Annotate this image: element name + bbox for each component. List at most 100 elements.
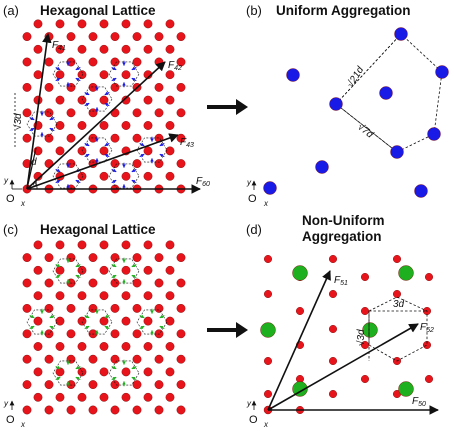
lattice-dot <box>143 392 153 402</box>
lattice-dot <box>154 108 164 118</box>
lattice-dot <box>22 405 32 415</box>
label-sqrt7d: √7d <box>355 121 376 141</box>
lattice-dot <box>361 273 370 282</box>
panel-a-title: Hexagonal Lattice <box>40 3 156 18</box>
dashed-hexagon <box>81 86 113 112</box>
lattice-dot <box>110 380 120 389</box>
lattice-dot <box>55 44 65 54</box>
panel-b-title: Uniform Aggregation <box>276 3 411 18</box>
lattice-dot <box>121 240 131 250</box>
lattice-dot <box>99 240 109 250</box>
lattice-dot <box>110 354 120 364</box>
panel-c-lattice <box>22 240 186 415</box>
lattice-dot <box>66 133 76 143</box>
blue-force-arrow <box>111 66 117 71</box>
lattice-dot <box>55 19 65 29</box>
green-force-arrow <box>159 325 165 330</box>
lattice-dot <box>99 146 109 156</box>
lattice-dot <box>121 342 131 351</box>
lattice-dot <box>132 278 142 288</box>
lattice-dot <box>88 32 98 41</box>
axis-d-x: x <box>263 420 269 429</box>
lattice-dot <box>77 316 87 326</box>
green-force-arrow <box>111 263 117 268</box>
lattice-dot <box>110 329 120 339</box>
lattice-dot <box>55 121 65 130</box>
panel-d-label: (d) <box>246 222 262 237</box>
lattice-dot <box>66 303 76 313</box>
lattice-dot <box>88 83 98 92</box>
dashed-hexagon <box>108 61 140 87</box>
lattice-dot <box>121 121 131 130</box>
lattice-dot <box>143 316 153 326</box>
lattice-dot <box>33 171 43 181</box>
panel-a-vectors <box>14 33 201 194</box>
lattice-dot <box>110 32 120 41</box>
label-f42: F42 <box>168 60 182 72</box>
lattice-dot <box>44 253 54 263</box>
lattice-dot <box>99 291 109 301</box>
dashed-hexagon <box>52 360 84 386</box>
lattice-dot <box>393 254 402 263</box>
dashed-hexagon <box>52 258 84 284</box>
blue-force-arrow <box>29 127 35 132</box>
lattice-dot <box>176 278 186 288</box>
axis-d-y: y <box>246 399 252 408</box>
lattice-dot <box>44 329 54 339</box>
lattice-dot <box>66 108 76 118</box>
lattice-dot <box>132 57 142 67</box>
blue-force-arrow <box>139 142 145 147</box>
lattice-dot <box>176 108 186 118</box>
lattice-dot <box>77 146 87 156</box>
lattice-dot <box>121 44 131 54</box>
panel-b-label: (b) <box>246 3 262 18</box>
lattice-dot <box>44 133 54 143</box>
axis-c-y: y <box>3 399 9 408</box>
blue-force-arrow <box>49 116 55 121</box>
lattice-dot <box>425 273 434 282</box>
lattice-dot <box>88 57 98 67</box>
green-force-arrow <box>49 314 55 319</box>
green-force-arrow <box>104 325 110 330</box>
vector-f41 <box>26 33 52 190</box>
lattice-dot <box>165 146 175 156</box>
vector-f52 <box>267 323 419 411</box>
blue-aggregate-dot <box>394 27 408 41</box>
lattice-dot <box>44 405 54 415</box>
lattice-dot <box>121 392 131 402</box>
lattice-dot <box>165 19 175 29</box>
lattice-dot <box>77 44 87 54</box>
lattice-dot <box>154 83 164 92</box>
lattice-dot <box>143 121 153 130</box>
vector-f42 <box>26 61 166 190</box>
axis-b-y: y <box>246 178 252 187</box>
green-force-arrow <box>131 365 137 370</box>
lattice-dot <box>22 380 32 389</box>
lattice-dot <box>143 265 153 275</box>
axis-b-x: x <box>263 199 269 208</box>
lattice-dot <box>110 159 120 169</box>
lattice-dot <box>88 108 98 118</box>
label-f41: F41 <box>52 40 66 52</box>
blue-force-arrow <box>84 142 90 147</box>
panel-b-dots <box>263 27 449 198</box>
lattice-dot <box>110 253 120 263</box>
lattice-dot <box>121 70 131 80</box>
dashed-hexagon <box>26 309 58 335</box>
green-force-arrow <box>104 314 110 319</box>
green-force-arrow <box>84 325 90 330</box>
lattice-dot <box>132 159 142 169</box>
blue-aggregate-dot <box>286 68 300 82</box>
label-3d: 3d <box>393 299 405 310</box>
dashed-hexagon <box>108 360 140 386</box>
lattice-dot <box>329 290 338 299</box>
lattice-dot <box>77 70 87 80</box>
lattice-dot <box>22 329 32 339</box>
lattice-dot <box>22 303 32 313</box>
lattice-dot <box>44 57 54 67</box>
lattice-dot <box>44 303 54 313</box>
blue-force-arrow <box>159 142 165 147</box>
lattice-dot <box>44 380 54 389</box>
lattice-dot <box>22 133 32 143</box>
lattice-dot <box>154 253 164 263</box>
